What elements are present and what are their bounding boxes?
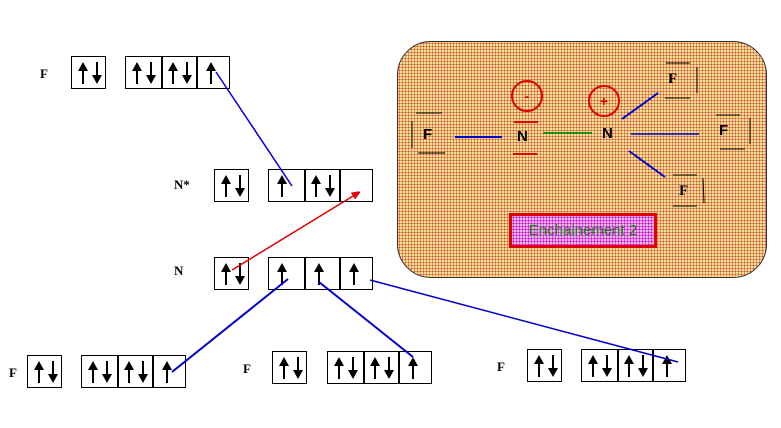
spin-down-icon [145, 61, 156, 84]
spin-up-icon [408, 356, 418, 379]
spin-up-icon [587, 354, 598, 377]
orbital-p-n [268, 257, 373, 290]
atom-f-top: F [668, 71, 678, 87]
spin-up-icon [277, 174, 287, 197]
label-n: N [174, 263, 184, 278]
orbital-cell [82, 356, 117, 387]
orbital-p-f-bottom-mid [327, 351, 432, 384]
spin-down-icon [292, 356, 303, 379]
orbital-p-n-star [268, 169, 373, 202]
spin-down-icon [547, 354, 558, 377]
caption-text: Enchainement 2 [528, 222, 638, 239]
bond-n-f-bottom [628, 150, 666, 178]
orbital-cell [528, 350, 563, 381]
orbital-cell [339, 170, 374, 201]
orbital-s-f-top [71, 56, 106, 89]
orbital-cell [339, 258, 374, 289]
orbital-cell [28, 356, 63, 387]
spin-up-icon [167, 61, 178, 84]
lone-pair-f-bottom-2 [702, 177, 705, 204]
spin-up-icon [87, 360, 98, 383]
orbital-cell [196, 57, 231, 88]
orbital-cell [304, 170, 339, 201]
orbital-p-f-bottom-left [81, 355, 186, 388]
orbital-cell [304, 258, 339, 289]
bond-n-f-top [621, 92, 659, 120]
orbital-cell [152, 356, 187, 387]
spin-down-icon [234, 262, 245, 285]
orbital-cell [363, 352, 398, 383]
spin-down-icon [181, 61, 192, 84]
spin-up-icon [220, 262, 231, 285]
spin-up-icon [162, 360, 172, 383]
spin-down-icon [383, 356, 394, 379]
spin-up-icon [349, 262, 359, 285]
spin-down-icon [637, 354, 648, 377]
spin-up-icon [33, 360, 44, 383]
charge-minus: - [525, 88, 530, 104]
spin-up-icon [278, 356, 289, 379]
spin-down-icon [324, 174, 335, 197]
orbital-cell [161, 57, 196, 88]
orbital-s-f-bottom-right [527, 349, 562, 382]
orbital-cell [72, 57, 107, 88]
spin-up-icon [310, 174, 321, 197]
orbital-p-f-bottom-right [581, 349, 686, 382]
orbital-cell [617, 350, 652, 381]
charge-circle-plus [588, 85, 620, 117]
spin-up-icon [277, 262, 287, 285]
orbital-cell [652, 350, 687, 381]
orbital-s-f-bottom-left [27, 355, 62, 388]
label-f-bottom-mid: F [243, 361, 251, 376]
lewis-structure-panel: F N N F F F - + [397, 41, 767, 278]
spin-down-icon [234, 174, 245, 197]
spin-up-icon [131, 61, 142, 84]
charge-plus: + [600, 93, 608, 109]
spin-down-icon [47, 360, 58, 383]
orbital-cell [328, 352, 363, 383]
panel-bonds: - + [411, 62, 751, 207]
atom-f-bottom: F [679, 183, 689, 199]
caption-box: Enchainement 2 [509, 213, 657, 248]
charge-circle-minus [511, 80, 543, 112]
spin-down-icon [91, 61, 102, 84]
orbital-s-f-bottom-mid [272, 351, 307, 384]
spin-up-icon [123, 360, 134, 383]
atom-n-left: N [517, 128, 528, 145]
orbital-cell [117, 356, 152, 387]
orbital-cell [582, 350, 617, 381]
spin-down-icon [601, 354, 612, 377]
spin-down-icon [137, 360, 148, 383]
spin-up-icon [662, 354, 672, 377]
spin-up-icon [333, 356, 344, 379]
atom-n-right: N [602, 125, 613, 142]
spin-up-icon [220, 174, 231, 197]
orbital-cell [269, 170, 304, 201]
atom-f-left: F [423, 126, 433, 143]
spin-up-icon [77, 61, 88, 84]
spin-up-icon [369, 356, 380, 379]
spin-down-icon [101, 360, 112, 383]
label-f-bottom-right: F [497, 359, 505, 374]
spin-up-icon [206, 61, 216, 84]
label-f-bottom-left: F [9, 365, 17, 380]
line-n-to-f-bottom-left [171, 278, 289, 373]
spin-up-icon [623, 354, 634, 377]
orbital-cell [215, 170, 250, 201]
orbital-p-f-top [125, 56, 230, 89]
spin-up-icon [533, 354, 544, 377]
orbital-cell [269, 258, 304, 289]
atom-f-right: F [719, 122, 729, 139]
orbital-s-n [214, 257, 249, 290]
orbital-s-n-star [214, 169, 249, 202]
line-n-to-f-bottom-mid [318, 281, 414, 358]
label-f-top: F [40, 66, 48, 81]
spin-down-icon [347, 356, 358, 379]
orbital-cell [215, 258, 250, 289]
label-n-star: N* [174, 177, 190, 192]
orbital-cell [398, 352, 433, 383]
orbital-cell [273, 352, 308, 383]
spin-up-icon [314, 262, 324, 285]
orbital-cell [126, 57, 161, 88]
